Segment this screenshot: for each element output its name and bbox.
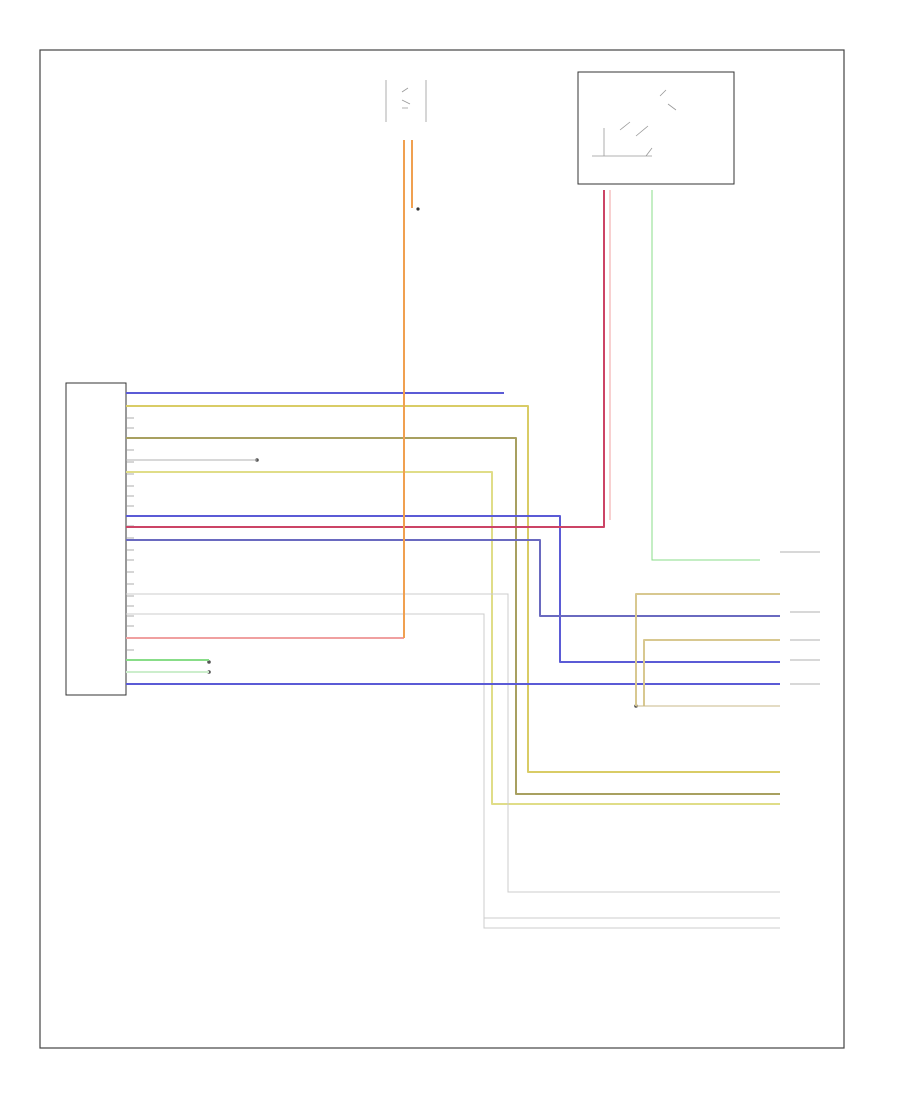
- wire-tan-2: [643, 639, 780, 706]
- wire-blue-3: [126, 539, 780, 617]
- right-connectors: [780, 551, 820, 685]
- wire-olive-1: [126, 437, 780, 795]
- control-module-pin-ticks: [126, 392, 134, 685]
- wire-grey-2: [126, 593, 780, 893]
- page-frame: [39, 49, 845, 1049]
- wire-grey-4: [483, 614, 780, 929]
- control-module-box: [65, 382, 127, 696]
- top-left-sensor: [385, 80, 427, 122]
- wire-grey-3: [126, 613, 780, 919]
- wire-yellow-1: [126, 405, 780, 773]
- wire-tan-1: [635, 593, 780, 706]
- top-right-relay: [577, 71, 735, 185]
- splice-dot: [207, 660, 211, 664]
- ground-point: [416, 207, 420, 211]
- wire-blue-2: [126, 515, 780, 663]
- wire-yellow-2: [126, 471, 780, 805]
- wire-red-1: [126, 190, 605, 528]
- wire-green-3: [651, 190, 760, 561]
